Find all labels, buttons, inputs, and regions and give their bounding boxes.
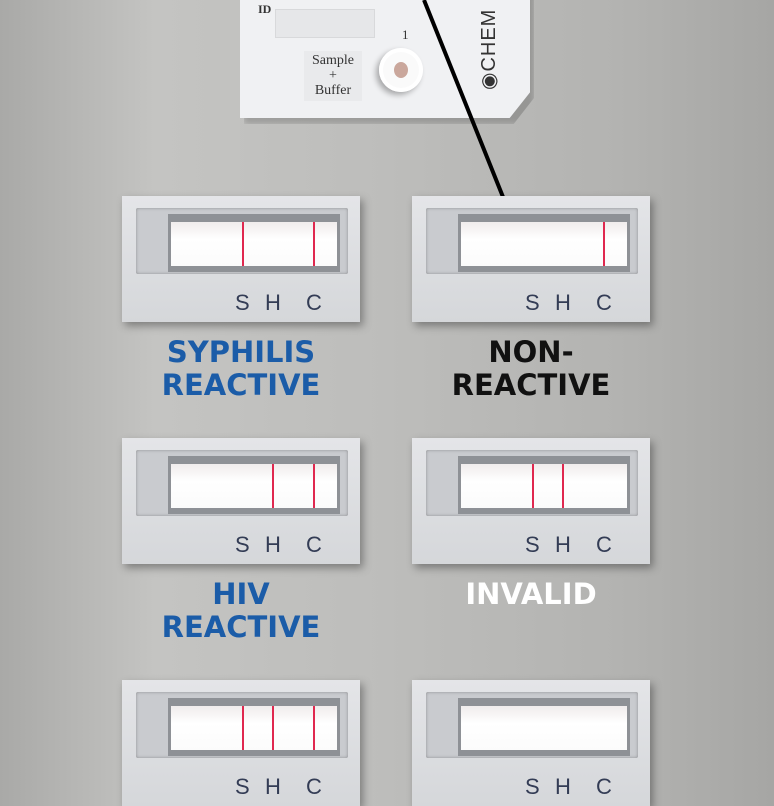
test-line-h xyxy=(272,464,274,508)
caption-line-1: NON- xyxy=(488,335,574,369)
caption-line-2: REACTIVE xyxy=(161,368,321,402)
sample-text: Sample xyxy=(312,53,354,68)
test-line-s xyxy=(242,222,244,266)
sample-well xyxy=(379,48,423,92)
test-strip xyxy=(461,706,627,750)
caption-line-2: REACTIVE xyxy=(451,368,611,402)
test-device: ID 1 Sample + Buffer ◉CHEM xyxy=(240,0,530,118)
line-label-s: S xyxy=(235,532,250,557)
id-field xyxy=(275,9,375,38)
line-label-h: H xyxy=(265,290,281,315)
test-strip xyxy=(461,464,627,508)
plus-text: + xyxy=(329,68,337,83)
test-line-s xyxy=(532,464,534,508)
test-line-c xyxy=(313,222,315,266)
line-label-c: C xyxy=(596,532,612,557)
line-label-c: C xyxy=(306,532,322,557)
test-strip xyxy=(171,706,337,750)
pointer-line xyxy=(422,0,505,198)
line-label-h: H xyxy=(555,532,571,557)
test-line-h xyxy=(272,706,274,750)
line-label-s: S xyxy=(525,774,540,799)
line-label-s: S xyxy=(525,532,540,557)
test-line-s xyxy=(242,706,244,750)
result-caption: INVALID xyxy=(381,578,681,611)
caption-line-1: SYPHILIS xyxy=(166,335,316,369)
line-label-c: C xyxy=(306,774,322,799)
line-label-c: C xyxy=(596,290,612,315)
line-label-c: C xyxy=(306,290,322,315)
test-line-c xyxy=(603,222,605,266)
result-caption: NON-REACTIVE xyxy=(381,336,681,402)
test-strip xyxy=(171,464,337,508)
line-label-h: H xyxy=(265,532,281,557)
line-label-s: S xyxy=(525,290,540,315)
line-label-h: H xyxy=(555,774,571,799)
test-strip xyxy=(461,222,627,266)
line-label-s: S xyxy=(235,774,250,799)
caption-line-1: INVALID xyxy=(465,577,597,611)
test-line-c xyxy=(313,464,315,508)
line-label-s: S xyxy=(235,290,250,315)
sample-well-hole xyxy=(394,62,408,78)
line-label-c: C xyxy=(596,774,612,799)
id-label: ID xyxy=(258,2,272,16)
line-label-h: H xyxy=(265,774,281,799)
test-line-h xyxy=(562,464,564,508)
sample-buffer-label: Sample + Buffer xyxy=(304,51,362,101)
caption-line-1: HIV xyxy=(212,577,270,611)
test-strip xyxy=(171,222,337,266)
well-number: 1 xyxy=(402,27,409,42)
test-line-c xyxy=(313,706,315,750)
caption-line-2: REACTIVE xyxy=(161,610,321,644)
line-label-h: H xyxy=(555,290,571,315)
buffer-text: Buffer xyxy=(314,83,352,98)
